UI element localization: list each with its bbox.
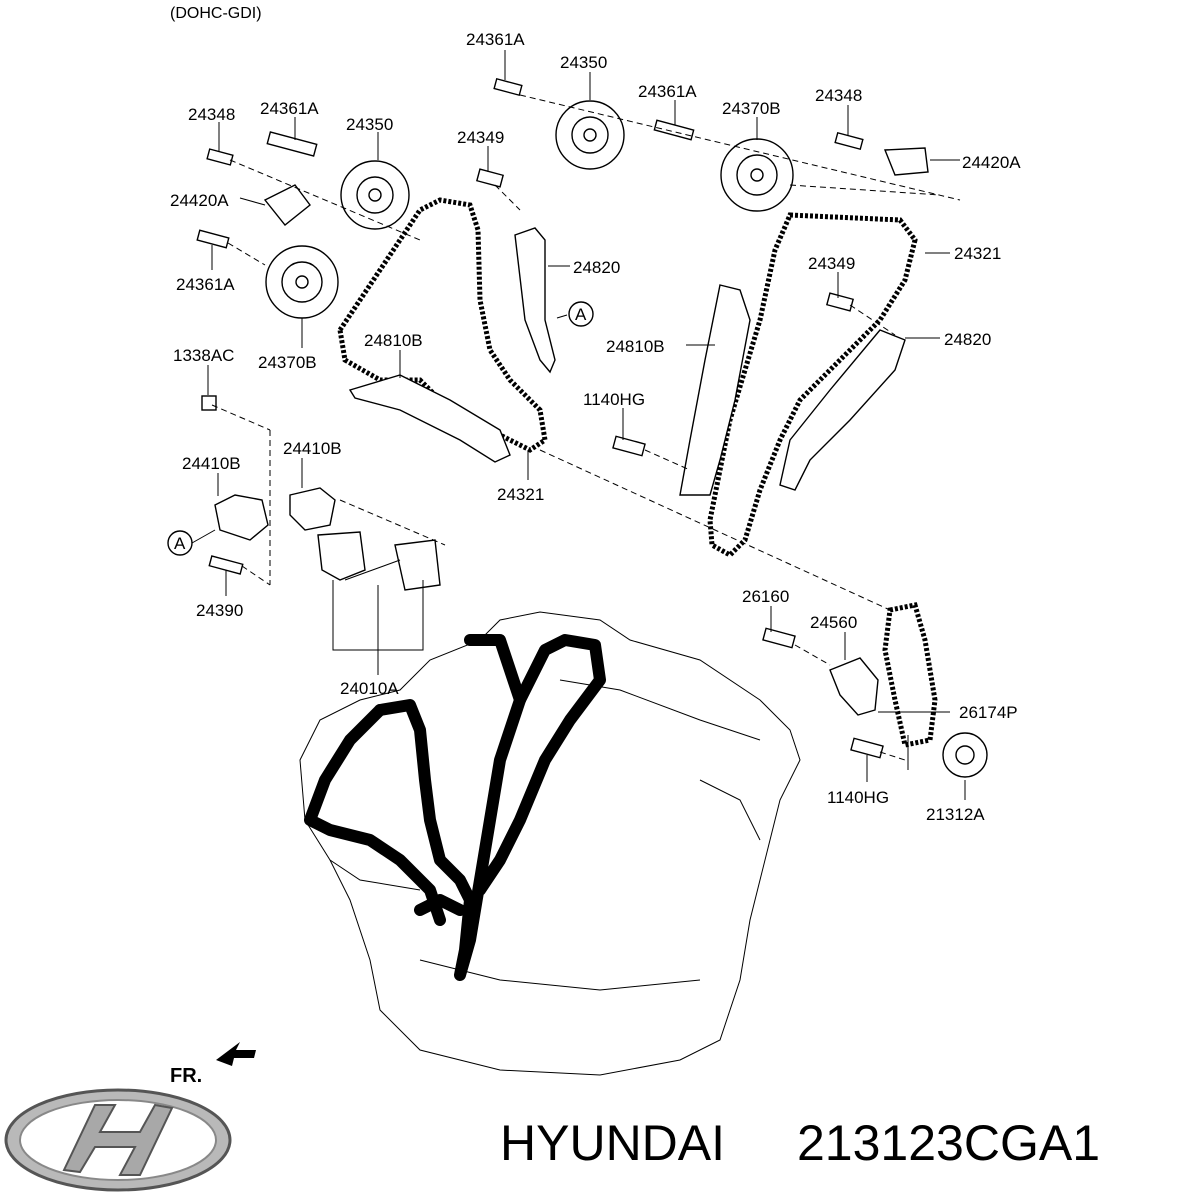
cvvt-sprocket-right [720,138,794,212]
label-24810B-left: 24810B [364,331,423,350]
bolts [196,77,884,759]
part-number: 213123CGA1 [797,1115,1100,1171]
chain-guide-right [779,329,906,491]
bracket-left [263,184,311,226]
label-24010A: 24010A [340,679,399,698]
timing-chain-left [337,197,548,453]
label-24560: 24560 [810,613,857,632]
label-24420A-right: 24420A [962,153,1021,172]
label-24321-left: 24321 [497,485,544,504]
label-24348-right: 24348 [815,86,862,105]
front-label: FR. [170,1065,202,1087]
callout-a-top: A [568,301,594,327]
gasket-left [317,531,366,581]
label-24410B-left: 24410B [182,454,241,473]
cam-sprocket-upper-right [555,100,625,170]
tensioner-left [214,494,269,541]
callout-a-left: A [167,530,193,556]
gasket-right [394,539,441,591]
label-24370B-top: 24370B [722,99,781,118]
label-24370B-left: 24370B [258,353,317,372]
label-24349-left: 24349 [457,128,504,147]
tensioner-right [289,487,336,531]
label-24361A-mid: 24361A [638,82,697,101]
dashed-alignment-lines [211,94,961,761]
leader-lines [191,50,966,800]
hyundai-logo [4,1088,232,1192]
front-arrow-icon [216,1042,256,1066]
label-24361A-left: 24361A [260,99,319,118]
timing-cover-gasket [304,634,606,981]
svg-text:A: A [575,305,587,324]
front-direction-indicator: FR. [170,1042,256,1087]
timing-chain-right [707,212,918,559]
oil-pump-tensioner [829,657,879,716]
label-21312A: 21312A [926,805,985,824]
label-24390: 24390 [196,601,243,620]
label-1140HG-upper: 1140HG [583,390,645,409]
label-24820-left: 24820 [573,258,620,277]
label-24348-left: 24348 [188,105,235,124]
oil-pump-chain [882,602,938,748]
svg-text:A: A [174,534,186,553]
label-24361A-top: 24361A [466,30,525,49]
label-24349-right: 24349 [808,254,855,273]
tensioner-arm-left [348,374,511,463]
tensioner-arm-right [679,284,751,496]
crank-sprocket [942,732,988,778]
engine-variant-label: (DOHC-GDI) [170,5,262,22]
label-24410B-right: 24410B [283,439,342,458]
label-26160: 26160 [742,587,789,606]
label-24350-top: 24350 [560,53,607,72]
part-labels: 24361A 24350 24361A 24370B 24348 24348 2… [170,30,1021,824]
label-24361A-lower: 24361A [176,275,235,294]
label-24810B-right: 24810B [606,337,665,356]
label-1338AC: 1338AC [173,346,234,365]
label-24420A-left: 24420A [170,191,229,210]
brand-name: HYUNDAI [500,1115,725,1171]
label-24820-right: 24820 [944,330,991,349]
label-24321-right: 24321 [954,244,1001,263]
bracket-right [883,147,929,176]
cvvt-sprocket-left [265,245,339,319]
cam-sprocket-upper-left [340,160,410,230]
label-24350-left: 24350 [346,115,393,134]
label-1140HG-lower: 1140HG [827,788,889,807]
chain-guide-left [514,227,556,374]
label-26174P: 26174P [959,703,1018,722]
